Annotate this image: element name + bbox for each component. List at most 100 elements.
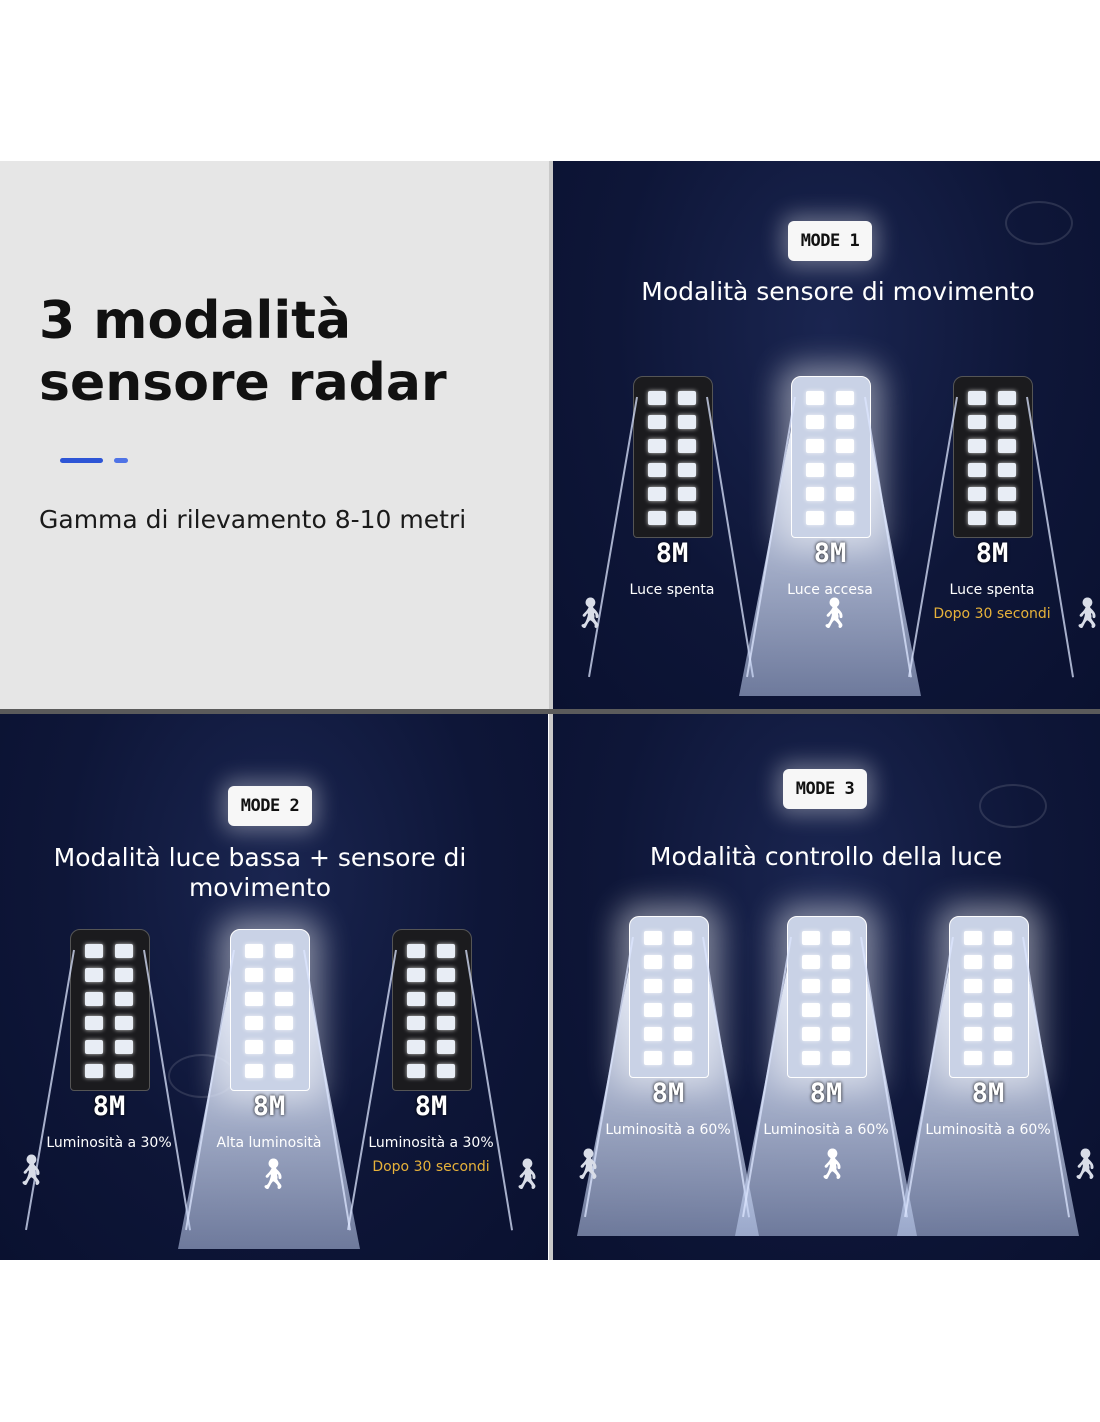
led-cell (998, 391, 1016, 405)
led-cell (407, 1016, 425, 1030)
led-cell (836, 439, 854, 453)
led-cell (115, 944, 133, 958)
led-cell (648, 415, 666, 429)
led-cell (245, 968, 263, 982)
led-cell (994, 1051, 1012, 1065)
led-cell (964, 979, 982, 993)
led-cell (998, 463, 1016, 477)
lamp-status-label: Luminosità a 60% (925, 1122, 1051, 1138)
led-cell (994, 979, 1012, 993)
accent-dash-short (114, 458, 128, 463)
led-cell (437, 1064, 455, 1078)
led-cell (968, 439, 986, 453)
led-cell (674, 979, 692, 993)
led-cell (648, 487, 666, 501)
led-cell (802, 931, 820, 945)
led-cell (648, 391, 666, 405)
led-cell (802, 979, 820, 993)
walking-person-icon: 🚶︎ (571, 597, 610, 630)
led-cell (115, 1040, 133, 1054)
solar-street-lamp-icon (70, 929, 150, 1091)
led-cell (968, 463, 986, 477)
led-cell (806, 511, 824, 525)
led-cell (964, 1003, 982, 1017)
arrow-down-icon (465, 949, 513, 1231)
arrow-down-icon (1026, 396, 1074, 678)
lamp-status-label: Alta luminosità (216, 1135, 322, 1151)
walking-person-icon: 🚶︎ (813, 1148, 852, 1181)
led-cell (275, 944, 293, 958)
led-cell (678, 439, 696, 453)
led-cell (678, 511, 696, 525)
led-cell (806, 415, 824, 429)
lamp-status-label: Luminosità a 60% (763, 1122, 889, 1138)
range-label: 8M (252, 1091, 286, 1122)
title-line-1: 3 modalità (39, 291, 352, 351)
led-cell (994, 1027, 1012, 1041)
lamp-delay-label: Dopo 30 secondi (372, 1159, 490, 1175)
lamp-status-label: Luminosità a 60% (605, 1122, 731, 1138)
led-cell (115, 992, 133, 1006)
walking-person-icon: 🚶︎ (508, 1158, 547, 1191)
watermark-logo-icon (1005, 201, 1073, 245)
arrow-down-icon (588, 396, 638, 678)
led-cell (802, 955, 820, 969)
walking-person-icon: 🚶︎ (569, 1148, 608, 1181)
led-cell (245, 944, 263, 958)
led-cell (678, 415, 696, 429)
led-cell (648, 463, 666, 477)
led-cell (407, 1064, 425, 1078)
walking-person-icon: 🚶︎ (1066, 1148, 1100, 1181)
led-cell (85, 1064, 103, 1078)
led-cell (245, 1064, 263, 1078)
range-label: 8M (651, 1078, 685, 1109)
page-title: 3 modalità sensore radar (39, 290, 519, 414)
led-cell (998, 511, 1016, 525)
mode-2-badge: MODE 2 (228, 786, 312, 826)
range-label: 8M (809, 1078, 843, 1109)
led-cell (832, 1051, 850, 1065)
walking-person-icon: 🚶︎ (254, 1158, 293, 1191)
led-cell (85, 992, 103, 1006)
led-cell (437, 944, 455, 958)
led-cell (836, 463, 854, 477)
led-cell (832, 1003, 850, 1017)
walking-person-icon: 🚶︎ (12, 1154, 51, 1187)
led-cell (644, 955, 662, 969)
led-cell (964, 955, 982, 969)
led-cell (998, 439, 1016, 453)
range-label: 8M (813, 538, 847, 569)
led-cell (802, 1003, 820, 1017)
arrow-down-icon (908, 396, 958, 678)
solar-street-lamp-icon (953, 376, 1033, 538)
solar-street-lamp-icon (787, 916, 867, 1078)
solar-street-lamp-icon (392, 929, 472, 1091)
led-cell (85, 968, 103, 982)
lamp-status-label: Luminosità a 30% (46, 1135, 172, 1151)
mode-2-title: Modalità luce bassa + sensore di movimen… (53, 843, 467, 902)
led-cell (644, 931, 662, 945)
arrow-down-icon (25, 949, 75, 1231)
arrow-down-icon (706, 396, 754, 678)
led-cell (994, 955, 1012, 969)
led-cell (836, 391, 854, 405)
led-cell (275, 1064, 293, 1078)
led-cell (832, 955, 850, 969)
led-cell (85, 1040, 103, 1054)
led-cell (678, 487, 696, 501)
led-cell (674, 931, 692, 945)
led-cell (836, 487, 854, 501)
led-cell (998, 415, 1016, 429)
led-cell (968, 487, 986, 501)
range-label: 8M (971, 1078, 1005, 1109)
lamp-delay-label: Dopo 30 secondi (933, 606, 1051, 622)
led-cell (275, 1016, 293, 1030)
led-cell (407, 944, 425, 958)
led-cell (674, 1027, 692, 1041)
lamp-status-label: Luce accesa (787, 582, 873, 598)
led-cell (674, 1003, 692, 1017)
led-cell (964, 931, 982, 945)
range-label: 8M (655, 538, 689, 569)
lamp-status-label: Luce spenta (629, 582, 715, 598)
